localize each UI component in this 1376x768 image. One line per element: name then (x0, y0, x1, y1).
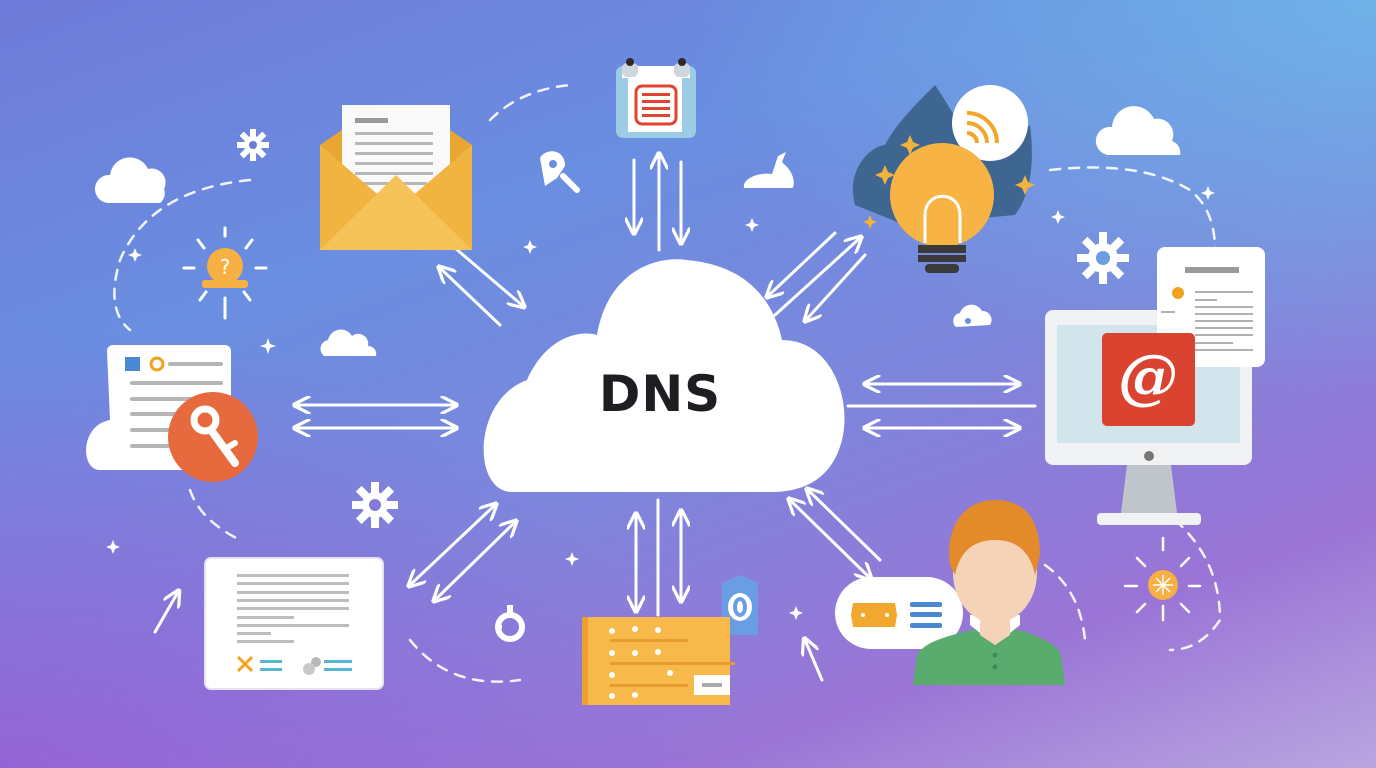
open-envelope-icon (320, 105, 472, 250)
chat-cloud-icon (953, 304, 992, 327)
gear-icon (237, 129, 269, 161)
small-cloud-icon (320, 329, 377, 356)
bulb-alert-icon: ? (182, 226, 268, 320)
lightbulb-icon (852, 85, 1035, 273)
location-pin-icon (495, 605, 525, 642)
small-cloud-icon (1095, 106, 1181, 155)
document-icon (204, 557, 384, 690)
server-record-icon (582, 575, 758, 705)
person-avatar-icon (835, 500, 1065, 685)
at-sign-monitor-icon: @ (1045, 247, 1265, 525)
small-cloud-icon (94, 157, 166, 203)
gear-icon (352, 482, 398, 528)
bird-icon (743, 152, 794, 188)
calendar-list-icon (616, 58, 696, 138)
svg-text:@: @ (1118, 342, 1178, 412)
sun-sparkle-icon (1123, 536, 1202, 622)
rocket-icon (540, 151, 580, 193)
svg-text:?: ? (220, 255, 231, 279)
dns-label: DNS (598, 365, 722, 423)
gear-icon (1077, 232, 1129, 284)
dns-cloud (483, 259, 845, 492)
key-icon (86, 345, 258, 482)
